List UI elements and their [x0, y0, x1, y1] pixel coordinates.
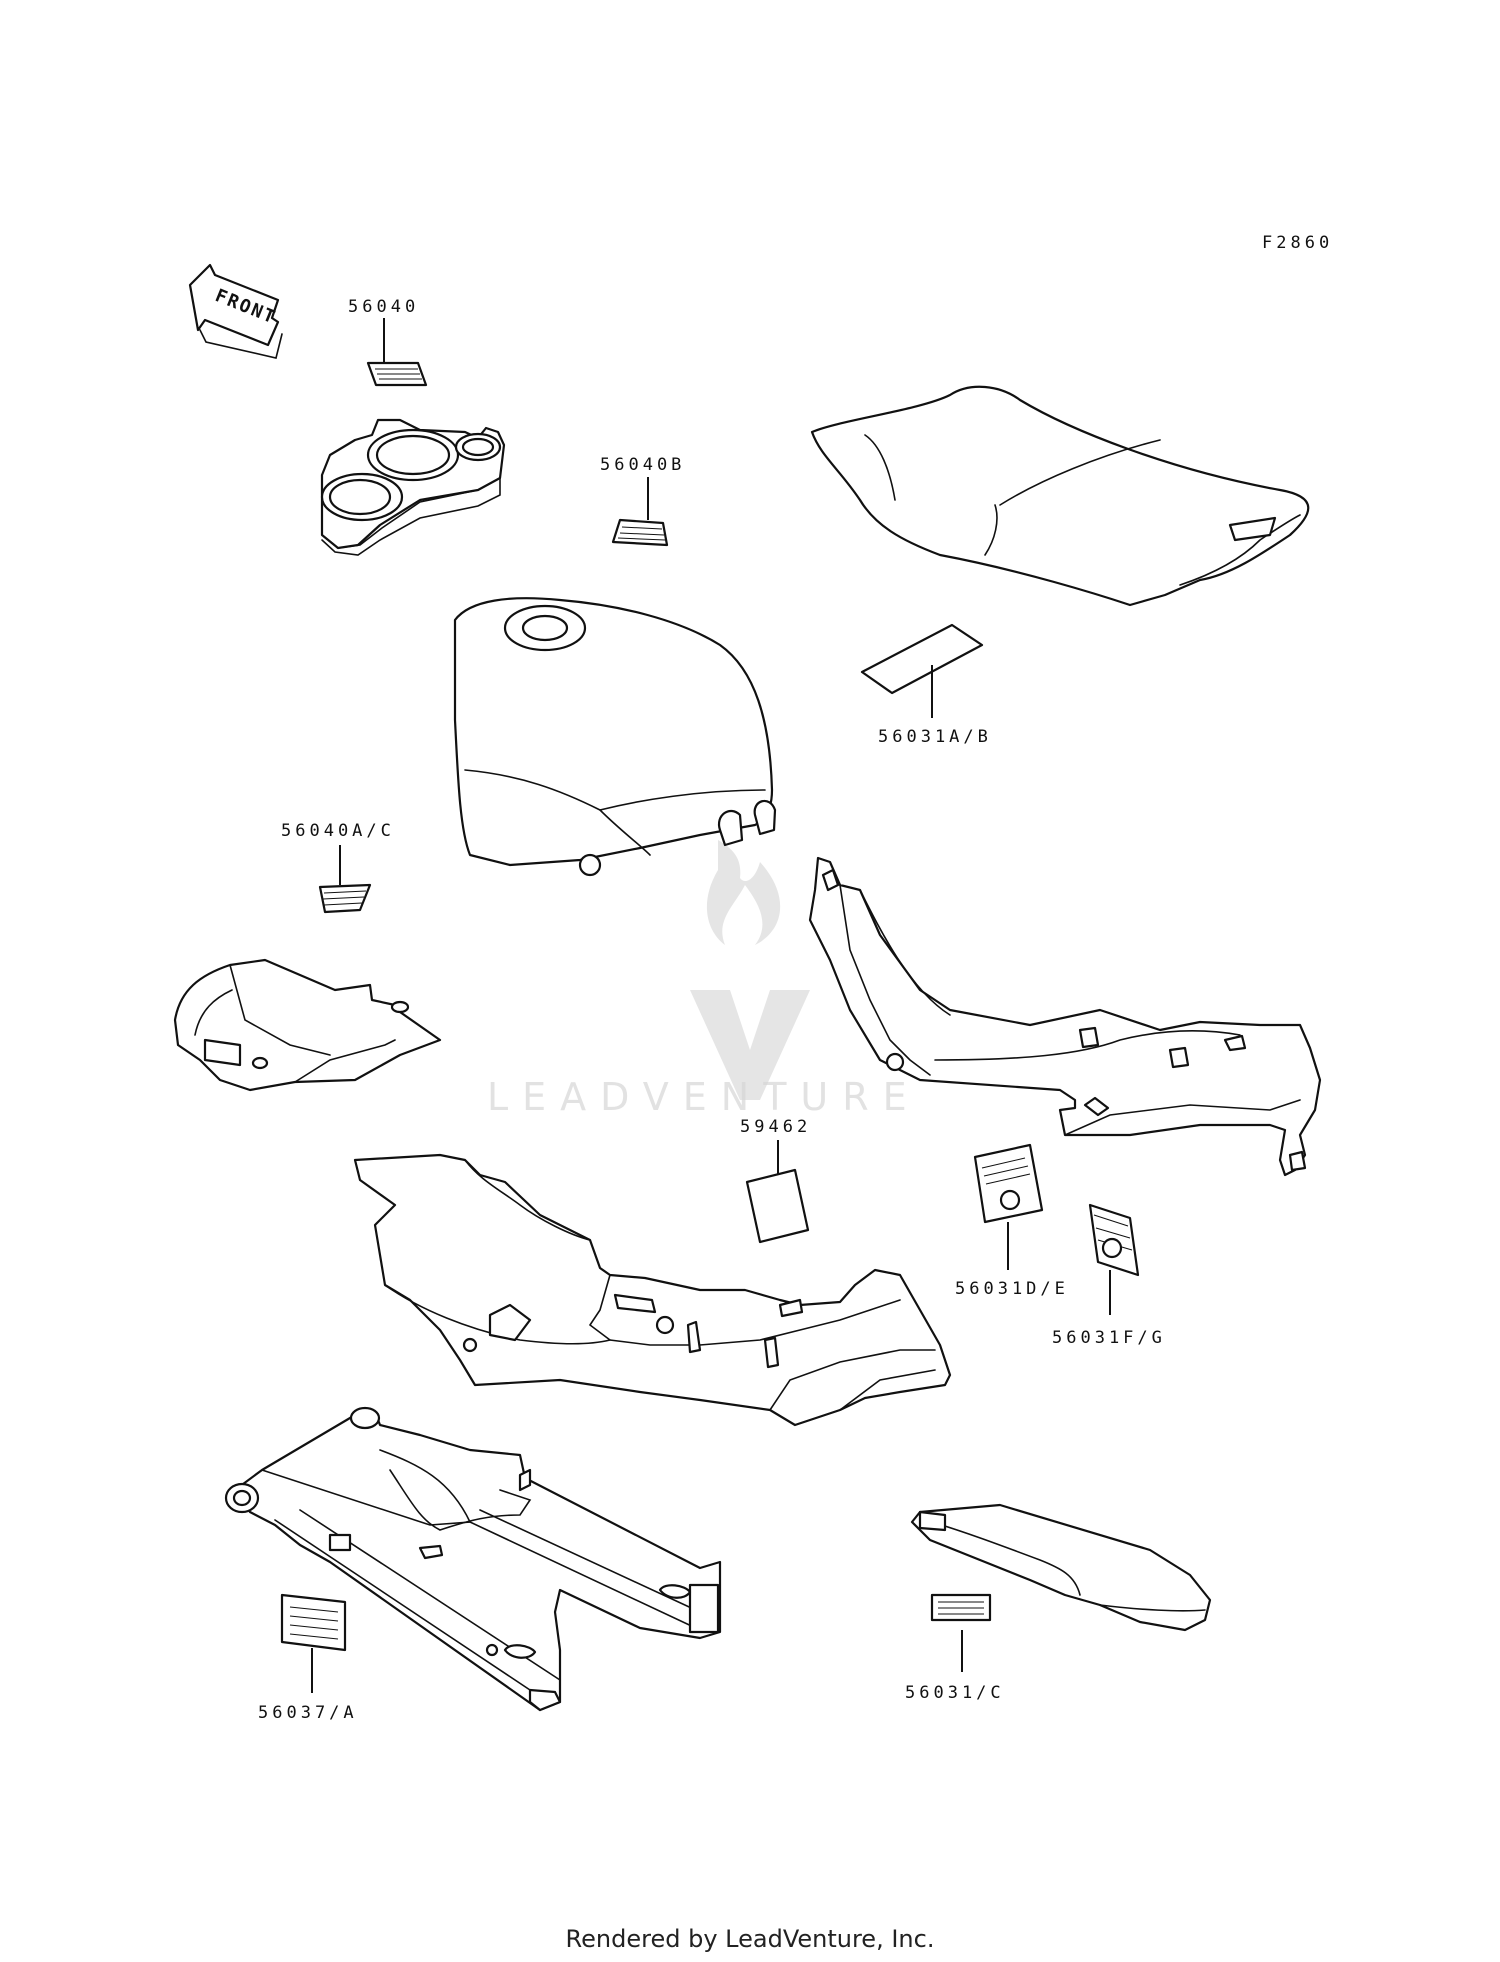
- label-59462: 59462: [740, 1117, 811, 1137]
- seat: [810, 385, 1310, 607]
- decal-56040AC: [318, 883, 372, 914]
- chain-cover: [910, 1503, 1212, 1632]
- meter-panel: [320, 418, 506, 556]
- figure-code: F2860: [1262, 233, 1333, 253]
- front-under-cover: [173, 958, 442, 1092]
- side-fairing: [808, 856, 1322, 1177]
- footer-credit: Rendered by LeadVenture, Inc.: [565, 1925, 935, 1953]
- decal-56037A: [280, 1593, 347, 1652]
- label-56040: 56040: [348, 297, 419, 317]
- decal-59462: [745, 1168, 810, 1244]
- watermark-logo: [690, 840, 810, 1100]
- label-56040AC: 56040A/C: [281, 821, 395, 841]
- decal-56031C: [930, 1593, 992, 1622]
- label-56040B: 56040B: [600, 455, 685, 475]
- lower-fairing: [353, 1153, 952, 1427]
- label-56031C: 56031/C: [905, 1683, 1005, 1703]
- label-56031FG: 56031F/G: [1052, 1328, 1166, 1348]
- fuel-tank: [453, 597, 777, 877]
- label-56037A: 56037/A: [258, 1703, 358, 1723]
- decal-56031DE: [973, 1143, 1044, 1224]
- swingarm: [224, 1406, 722, 1712]
- decal-56031AB: [860, 623, 984, 695]
- watermark-text: LEADVENTURE: [487, 1075, 921, 1119]
- label-56031DE: 56031D/E: [955, 1279, 1069, 1299]
- front-arrow-icon: FRONT: [188, 263, 283, 359]
- decal-56040: [366, 361, 428, 387]
- decal-56040B: [611, 518, 669, 547]
- decal-56031FG: [1088, 1203, 1140, 1277]
- label-56031AB: 56031A/B: [878, 727, 992, 747]
